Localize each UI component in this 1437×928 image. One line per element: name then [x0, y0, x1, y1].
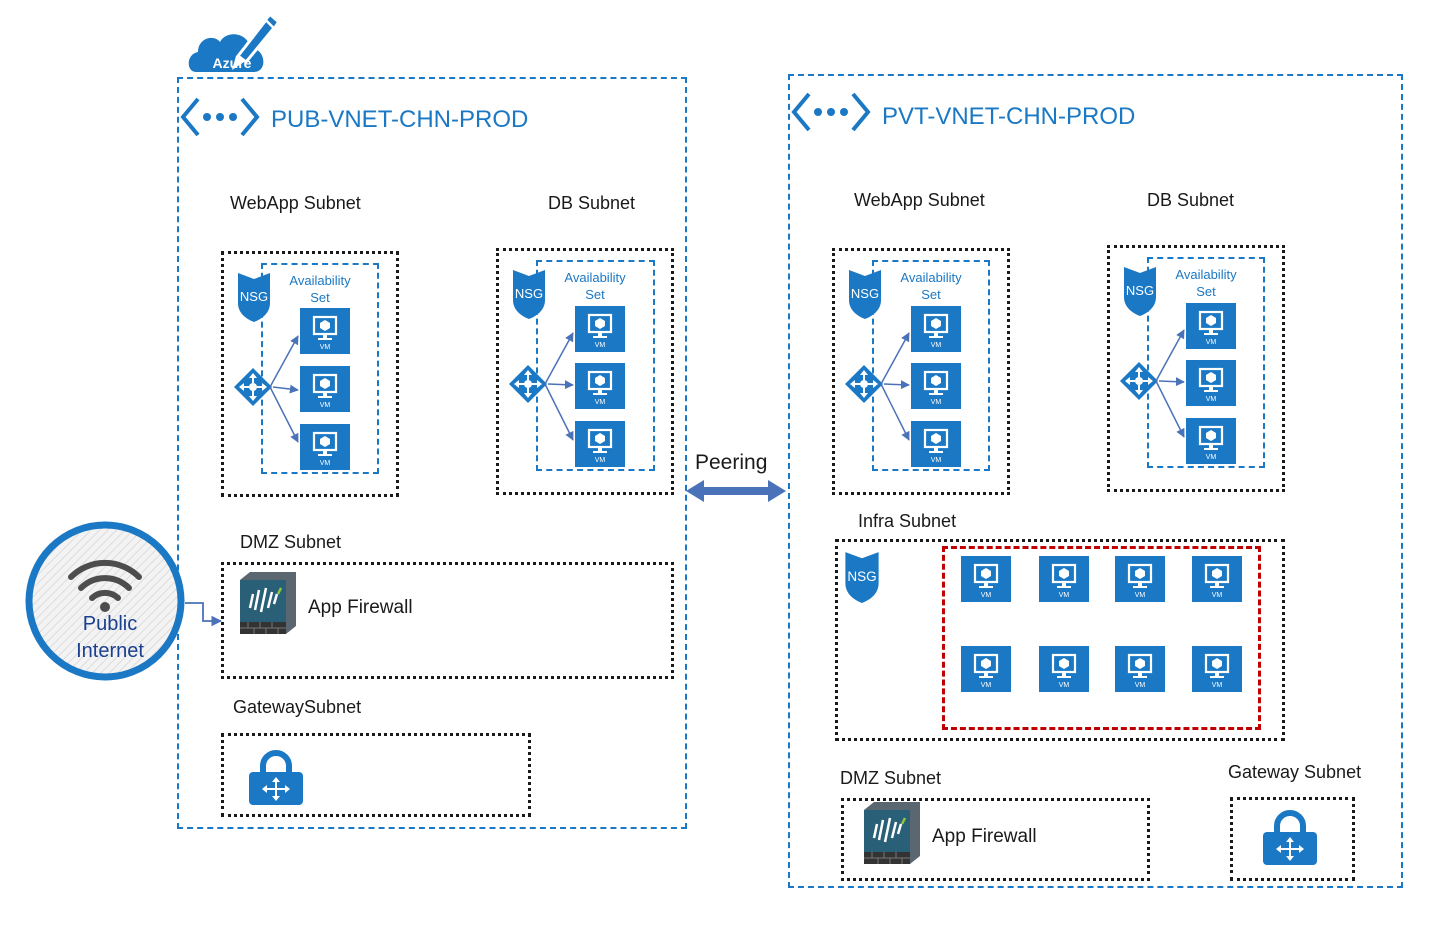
peering-arrow [686, 480, 786, 502]
firewall-icon [862, 800, 922, 866]
availability-set-label: Availability Set [289, 273, 351, 305]
peering-label: Peering [695, 451, 768, 474]
vm-icon [1192, 556, 1242, 602]
vm-icon [911, 306, 961, 352]
availability-set [1147, 257, 1265, 468]
vm-icon [1039, 646, 1089, 692]
pvt-dmz-subnet-label: DMZ Subnet [840, 768, 942, 788]
pub-dmz-subnet [221, 562, 674, 679]
vm-icon [300, 308, 350, 354]
vm-icon [1186, 303, 1236, 349]
vm-icon [1115, 646, 1165, 692]
pub-gateway-subnet-label: GatewaySubnet [233, 697, 362, 717]
pvt-infra-subnet [835, 539, 1285, 741]
pvt-infra-subnet-label: Infra Subnet [858, 511, 957, 531]
pub-webapp-subnet-label: WebApp Subnet [230, 193, 361, 213]
vm-icon [300, 424, 350, 470]
availability-set-label: Availability Set [564, 270, 626, 302]
pub-vnet-title: PUB-VNET-CHN-PROD [271, 106, 529, 133]
availability-set-label: Availability Set [900, 270, 962, 302]
vm-icon [575, 421, 625, 467]
vm-icon [1115, 556, 1165, 602]
vpn-gateway-icon [1262, 810, 1318, 866]
pvt-dmz-subnet [841, 798, 1150, 881]
infra-vm-group [942, 546, 1261, 730]
pvt-webapp-subnet [832, 248, 1010, 495]
pub-db-subnet-label: DB Subnet [548, 193, 636, 213]
vm-icon [1186, 360, 1236, 406]
public-internet [24, 520, 186, 682]
vm-icon [1192, 646, 1242, 692]
nsg-shield-icon [843, 550, 881, 604]
pvt-gateway-subnet [1230, 797, 1355, 881]
pvt-vnet-title: PVT-VNET-CHN-PROD [882, 103, 1136, 130]
availability-set [872, 260, 990, 471]
vm-icon [575, 306, 625, 352]
pvt-gateway-subnet-label: Gateway Subnet [1228, 762, 1362, 782]
vm-icon [911, 421, 961, 467]
pvt-webapp-subnet-label: WebApp Subnet [854, 190, 985, 210]
vm-icon [1039, 556, 1089, 602]
azure-badge-label: Azure [212, 55, 252, 71]
public-internet-label: Public Internet [76, 613, 144, 662]
pub-gateway-subnet [221, 733, 531, 817]
pub-dmz-subnet-label: DMZ Subnet [240, 532, 342, 552]
pvt-db-subnet [1107, 245, 1285, 492]
vm-icon [911, 363, 961, 409]
vm-icon [575, 363, 625, 409]
pvt-db-subnet-label: DB Subnet [1147, 190, 1235, 210]
vm-icon [300, 366, 350, 412]
pub-webapp-subnet [221, 251, 399, 497]
availability-set [261, 263, 379, 474]
pvt-app-firewall-label: App Firewall [932, 826, 1037, 847]
azure-cloud-icon [186, 10, 280, 76]
pvt-vnet [788, 74, 1403, 888]
vm-icon [961, 556, 1011, 602]
wifi-icon [68, 559, 142, 612]
availability-set-label: Availability Set [1175, 267, 1237, 299]
availability-set [536, 260, 655, 471]
vm-icon [1186, 418, 1236, 464]
vm-icon [961, 646, 1011, 692]
pub-app-firewall-label: App Firewall [308, 597, 413, 618]
pub-vnet [177, 77, 687, 829]
pub-db-subnet [496, 248, 674, 495]
